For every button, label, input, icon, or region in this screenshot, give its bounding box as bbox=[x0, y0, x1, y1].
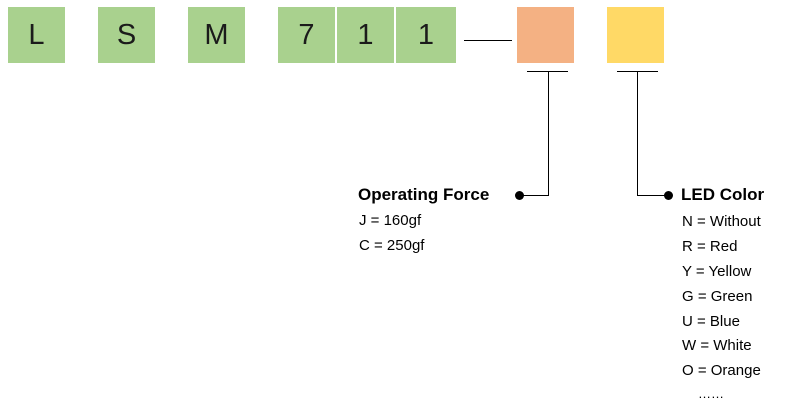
led-color-connector-horizontal bbox=[637, 195, 668, 196]
led-color-swatch bbox=[607, 7, 664, 63]
operating-force-bullet-icon bbox=[515, 191, 524, 200]
operating-force-title: Operating Force bbox=[358, 185, 490, 204]
operating-force-connector-horizontal bbox=[520, 195, 549, 196]
operating-force-bracket bbox=[527, 71, 568, 72]
operating-force-connector-vertical bbox=[548, 71, 549, 195]
led-color-option: O = Orange bbox=[682, 362, 761, 379]
code-box-s: S bbox=[98, 7, 155, 63]
led-color-option: R = Red bbox=[682, 238, 738, 255]
code-box-1a: 1 bbox=[337, 7, 394, 63]
led-color-option: N = Without bbox=[682, 213, 761, 230]
operating-force-swatch bbox=[517, 7, 574, 63]
led-color-option: G = Green bbox=[682, 288, 753, 305]
code-box-7: 7 bbox=[278, 7, 335, 63]
operating-force-option: C = 250gf bbox=[359, 237, 425, 254]
led-color-bullet-icon bbox=[664, 191, 673, 200]
separator-dash bbox=[464, 40, 512, 41]
code-box-l: L bbox=[8, 7, 65, 63]
led-color-title: LED Color bbox=[681, 185, 765, 204]
led-color-option: U = Blue bbox=[682, 313, 740, 330]
code-box-1b: 1 bbox=[396, 7, 456, 63]
led-color-option: W = White bbox=[682, 337, 752, 354]
operating-force-option: J = 160gf bbox=[359, 212, 422, 229]
led-color-option: Y = Yellow bbox=[682, 263, 752, 280]
code-box-m: M bbox=[188, 7, 245, 63]
led-color-connector-vertical bbox=[637, 71, 638, 195]
led-color-more-ellipsis: …… bbox=[698, 386, 724, 401]
